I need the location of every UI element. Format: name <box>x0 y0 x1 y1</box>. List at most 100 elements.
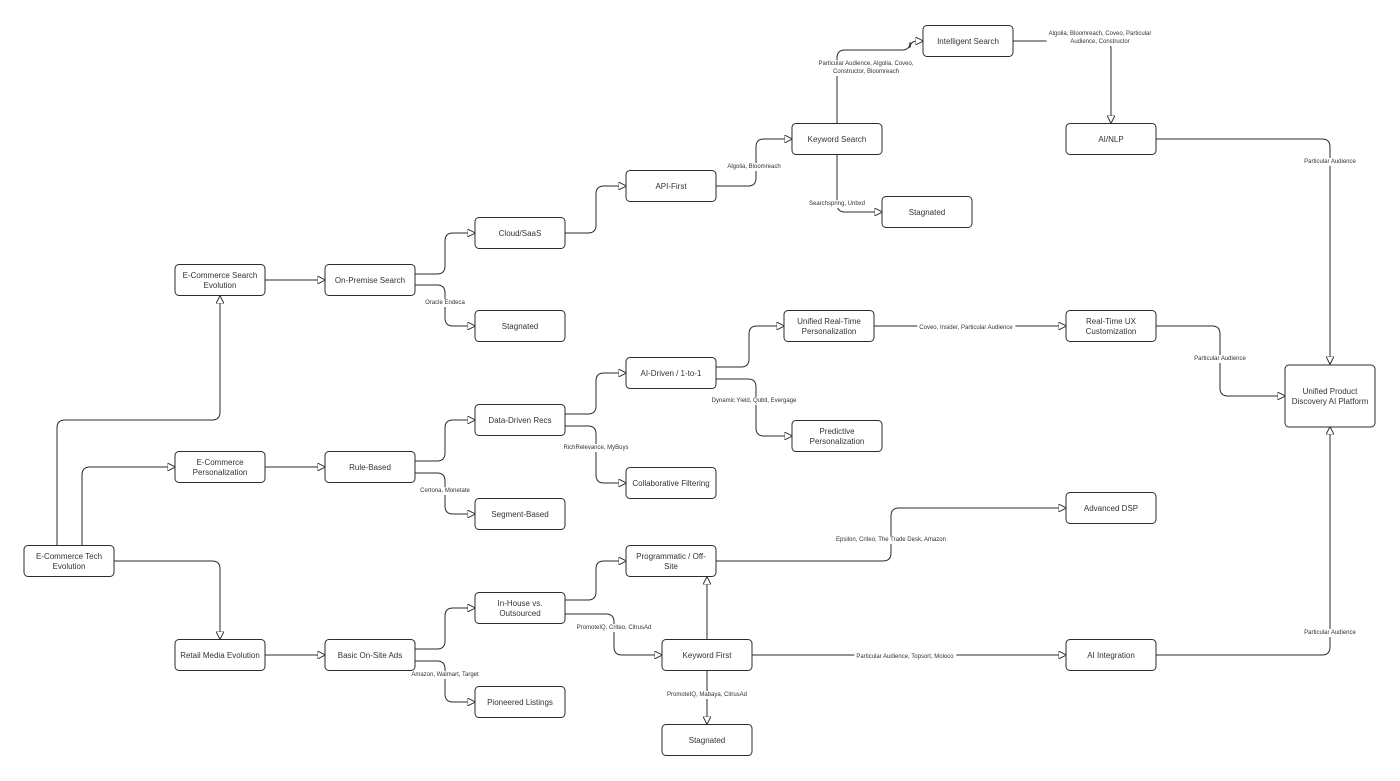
node-label-line: Evolution <box>204 281 237 290</box>
node-label-line: Real-Time UX <box>1086 317 1137 326</box>
edge-programmatic-to-advanced-dsp <box>716 508 1066 562</box>
node-label-line: Cloud/SaaS <box>499 229 542 238</box>
node-box <box>174 639 266 671</box>
edge-label-text: Certona, Monetate <box>420 488 470 494</box>
node-stag1[interactable]: Stagnated <box>474 310 566 342</box>
node-prog[interactable]: Programmatic / Off-Site <box>625 545 717 577</box>
node-label: AI Integration <box>1087 651 1135 660</box>
node-api[interactable]: API-First <box>625 170 717 202</box>
node-label: Intelligent Search <box>937 37 999 46</box>
edge-label-pa-topsort: Particular Audience, Topsort, Moloco <box>854 653 957 661</box>
edge-label-coveo: Coveo, Insider, Particular Audience <box>917 324 1016 332</box>
node-label: Rule-Based <box>349 463 391 472</box>
node-ks[interactable]: Keyword Search <box>791 123 883 155</box>
node-aiint[interactable]: AI Integration <box>1065 639 1157 671</box>
node-ainlp[interactable]: AI/NLP <box>1065 123 1157 155</box>
node-adsp[interactable]: Advanced DSP <box>1065 492 1157 524</box>
edge-api-to-keyword-search <box>716 139 792 187</box>
edge-tech-to-retail-media <box>114 560 220 639</box>
node-pion[interactable]: Pioneered Listings <box>474 686 566 718</box>
node-label: Stagnated <box>502 322 538 331</box>
edge-label-dynyield: Dynamic Yield, Qubit, Evergage <box>709 397 800 405</box>
node-box <box>324 451 416 483</box>
node-label: API-First <box>655 182 687 191</box>
edge-label-line: Algolia, Bloomreach, Coveo, Particular <box>1049 31 1152 37</box>
node-label-line: AI Integration <box>1087 651 1135 660</box>
edge-label-text: Particular Audience <box>1304 630 1356 636</box>
node-box <box>625 170 717 202</box>
node-ddr[interactable]: Data-Driven Recs <box>474 404 566 436</box>
node-box <box>474 310 566 342</box>
edge-label-line: Coveo, Insider, Particular Audience <box>919 325 1013 331</box>
node-ihvo[interactable]: In-House vs.Outsourced <box>474 592 566 624</box>
edge-label-line: Dynamic Yield, Qubit, Evergage <box>712 398 797 404</box>
node-box <box>324 639 416 671</box>
node-box <box>174 264 266 296</box>
node-label-line: Collaborative Filtering <box>632 479 709 488</box>
node-label: Retail Media Evolution <box>180 651 260 660</box>
node-label-line: AI-Driven / 1-to-1 <box>641 369 702 378</box>
node-cf[interactable]: Collaborative Filtering <box>625 467 717 499</box>
node-kf[interactable]: Keyword First <box>661 639 753 671</box>
edge-intelligent-to-ai-nlp <box>1013 40 1111 123</box>
edge-cloud-to-api <box>565 186 626 234</box>
edge-label-line: Searchspring, Unbxd <box>809 201 865 207</box>
edge-label-line: Amazon, Walmart, Target <box>411 672 479 678</box>
node-box <box>1065 492 1157 524</box>
node-label-line: In-House vs. <box>498 599 543 608</box>
node-label-line: Keyword First <box>683 651 733 660</box>
edge-label-certona: Certona, Monetate <box>418 487 473 495</box>
node-label: Collaborative Filtering <box>632 479 709 488</box>
node-ai11[interactable]: AI-Driven / 1-to-1 <box>625 357 717 389</box>
node-label-line: Site <box>664 562 678 571</box>
node-label-line: E-Commerce <box>196 458 244 467</box>
node-rb[interactable]: Rule-Based <box>324 451 416 483</box>
node-rme[interactable]: Retail Media Evolution <box>174 639 266 671</box>
node-label: Basic On-Site Ads <box>338 651 402 660</box>
node-box <box>1065 310 1157 342</box>
node-bosa[interactable]: Basic On-Site Ads <box>324 639 416 671</box>
edge-label-text: PromoteIQ, Criteo, CitrusAd <box>577 625 652 631</box>
node-label-line: AI/NLP <box>1098 135 1123 144</box>
node-ops[interactable]: On-Premise Search <box>324 264 416 296</box>
node-label: Stagnated <box>689 736 725 745</box>
edge-label-text: Particular Audience <box>1304 159 1356 165</box>
node-box <box>1065 123 1157 155</box>
edge-ai-integration-to-platform <box>1156 427 1330 656</box>
node-label-line: Predictive <box>819 427 855 436</box>
node-box <box>791 123 883 155</box>
edge-label-text: Searchspring, Unbxd <box>809 201 865 207</box>
node-label-line: Evolution <box>53 562 86 571</box>
node-label-line: Programmatic / Off- <box>636 552 706 561</box>
node-box <box>625 545 717 577</box>
edge-label-line: Particular Audience, Algolia, Coveo, <box>818 61 913 67</box>
node-box <box>474 592 566 624</box>
node-stag2[interactable]: Stagnated <box>881 196 973 228</box>
edge-keyword-search-to-intelligent <box>836 41 923 123</box>
edge-label-text: RichRelevance, MyBuys <box>563 445 628 451</box>
node-label-line: Segment-Based <box>491 510 548 519</box>
node-stag3[interactable]: Stagnated <box>661 724 753 756</box>
node-cloud[interactable]: Cloud/SaaS <box>474 217 566 249</box>
edge-label-line: Constructor, Bloomreach <box>833 69 899 75</box>
node-label: Data-Driven Recs <box>488 416 551 425</box>
edge-basic-ads-to-in-house <box>415 608 475 650</box>
node-label: AI/NLP <box>1098 135 1123 144</box>
edge-in-house-to-keyword-first <box>565 613 662 655</box>
edge-label-text: Amazon, Walmart, Target <box>411 672 479 678</box>
node-is[interactable]: Intelligent Search <box>922 25 1014 57</box>
edge-label-text: Dynamic Yield, Qubit, Evergage <box>712 398 797 404</box>
node-label-line: Stagnated <box>689 736 725 745</box>
node-seg[interactable]: Segment-Based <box>474 498 566 530</box>
